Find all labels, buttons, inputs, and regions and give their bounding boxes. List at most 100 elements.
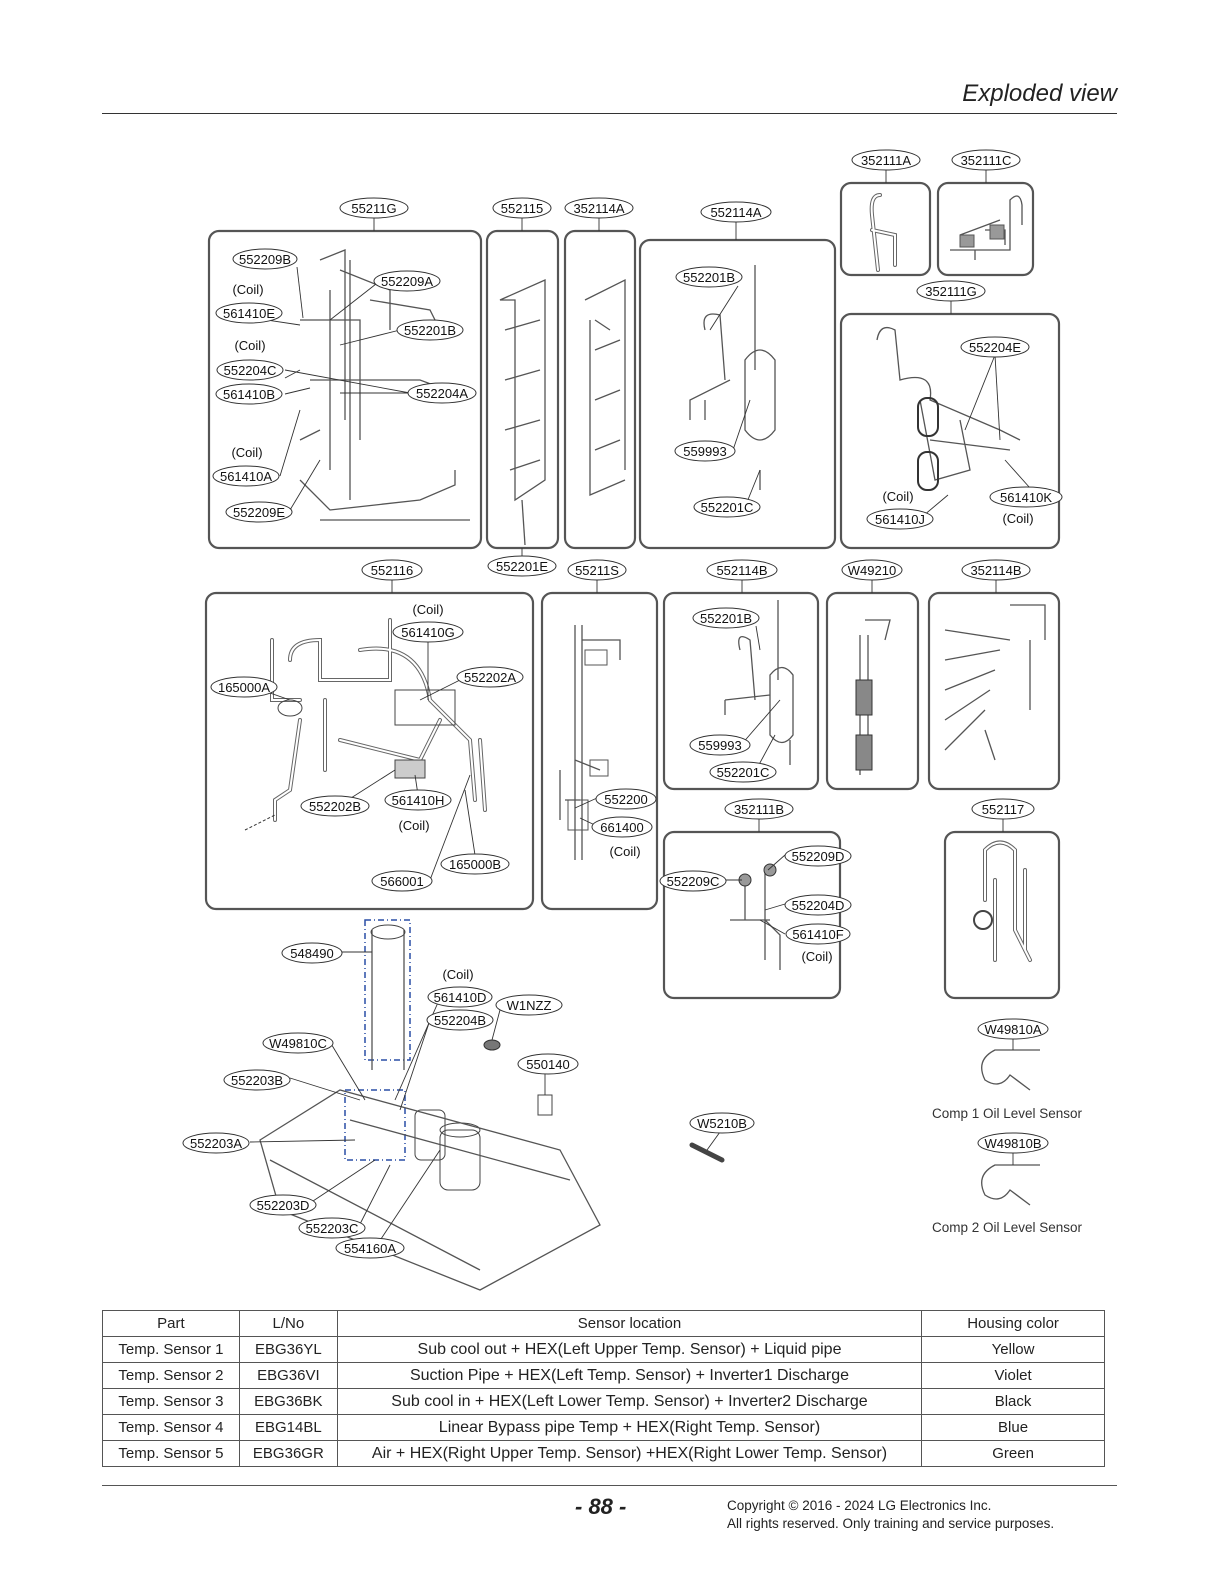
- coil-note-3: (Coil): [231, 445, 262, 460]
- box-552115: [485, 229, 560, 550]
- label-352111G: 352111G: [925, 284, 977, 299]
- coil-note-1: (Coil): [232, 282, 263, 297]
- label-552209A: 552209A: [381, 274, 433, 289]
- label-552204B: 552204B: [434, 1013, 486, 1028]
- label-661400: 661400: [600, 820, 643, 835]
- page-number: - 88 -: [575, 1494, 627, 1519]
- cell-part: Temp. Sensor 1: [102, 1336, 240, 1363]
- footer-divider: [102, 1485, 1117, 1486]
- label-561410J: 561410J: [875, 512, 925, 527]
- cell-lno: EBG36BK: [238, 1388, 338, 1415]
- col-lno: L/No: [238, 1310, 338, 1337]
- copyright-line-1: Copyright © 2016 - 2024 LG Electronics I…: [727, 1498, 992, 1513]
- label-552209D: 552209D: [792, 849, 845, 864]
- box-552114A: [638, 238, 837, 550]
- box-55211S: [540, 591, 659, 911]
- coil-note-6: (Coil): [412, 602, 443, 617]
- cell-part: Temp. Sensor 3: [102, 1388, 240, 1415]
- label-552201B-552114A: 552201B: [683, 270, 735, 285]
- label-552203A: 552203A: [190, 1136, 242, 1151]
- header-divider: [102, 113, 1117, 114]
- cell-color: Green: [921, 1440, 1105, 1467]
- label-552209B: 552209B: [239, 252, 291, 267]
- label-566001: 566001: [380, 874, 423, 889]
- label-559993-552114B: 559993: [698, 738, 741, 753]
- label-552201B: 552201B: [404, 323, 456, 338]
- label-552115: 552115: [501, 201, 543, 216]
- coil-note-7: (Coil): [398, 818, 429, 833]
- label-548490: 548490: [290, 946, 333, 961]
- label-352114A: 352114A: [573, 201, 624, 216]
- caption-comp1-oil-sensor: Comp 1 Oil Level Sensor: [932, 1106, 1083, 1121]
- label-552203C: 552203C: [306, 1221, 359, 1236]
- label-552209C: 552209C: [667, 874, 720, 889]
- label-552201B-552114B: 552201B: [700, 611, 752, 626]
- label-561410F: 561410F: [792, 927, 843, 942]
- coil-note-8: (Coil): [609, 844, 640, 859]
- part-leaders: [219, 266, 1031, 1249]
- col-part: Part: [102, 1310, 240, 1337]
- copyright-line-2: All rights reserved. Only training and s…: [727, 1516, 1055, 1531]
- box-352114A: [563, 229, 637, 550]
- col-housing-color: Housing color: [921, 1310, 1105, 1337]
- label-352111A: 352111A: [861, 153, 911, 168]
- label-552201C-552114B: 552201C: [717, 765, 770, 780]
- label-55211S: 55211S: [575, 563, 619, 578]
- cell-lno: EBG36YL: [238, 1336, 338, 1363]
- label-W1NZZ: W1NZZ: [507, 998, 552, 1013]
- box-352111A: [839, 181, 932, 277]
- cell-lno: EBG36GR: [238, 1440, 338, 1467]
- table-row: Temp. Sensor 4 EBG14BL Linear Bypass pip…: [102, 1414, 1105, 1441]
- label-W49810A: W49810A: [984, 1022, 1041, 1037]
- label-561410B: 561410B: [223, 387, 275, 402]
- table-row: Temp. Sensor 2 EBG36VI Suction Pipe + HE…: [102, 1362, 1105, 1389]
- box-552116: [204, 591, 535, 911]
- label-552204A: 552204A: [416, 386, 468, 401]
- label-552204C: 552204C: [224, 363, 277, 378]
- table-header-row: Part L/No Sensor location Housing color: [102, 1310, 1105, 1337]
- cell-location: Sub cool in + HEX(Left Lower Temp. Senso…: [336, 1388, 923, 1415]
- box-55211G: [207, 229, 483, 550]
- label-552204D: 552204D: [792, 898, 845, 913]
- label-552114B: 552114B: [716, 563, 767, 578]
- label-552117: 552117: [982, 802, 1024, 817]
- label-561410D: 561410D: [434, 990, 487, 1005]
- cell-color: Black: [921, 1388, 1105, 1415]
- label-559993: 559993: [683, 444, 726, 459]
- label-W5210B: W5210B: [697, 1116, 747, 1131]
- cell-part: Temp. Sensor 5: [102, 1440, 240, 1467]
- label-552114A: 552114A: [710, 205, 761, 220]
- caption-comp2-oil-sensor: Comp 2 Oil Level Sensor: [932, 1220, 1083, 1235]
- cell-location: Sub cool out + HEX(Left Upper Temp. Sens…: [336, 1336, 923, 1363]
- cell-part: Temp. Sensor 2: [102, 1362, 240, 1389]
- label-352111B: 352111B: [734, 802, 784, 817]
- cell-color: Yellow: [921, 1336, 1105, 1363]
- cell-lno: EBG14BL: [238, 1414, 338, 1441]
- label-55211G: 55211G: [351, 201, 396, 216]
- pipe-sketches: [244, 193, 1046, 1291]
- label-165000B: 165000B: [449, 857, 501, 872]
- cell-location: Air + HEX(Right Upper Temp. Sensor) +HEX…: [336, 1440, 923, 1467]
- cell-color: Blue: [921, 1414, 1105, 1441]
- label-561410K: 561410K: [1000, 490, 1052, 505]
- cell-color: Violet: [921, 1362, 1105, 1389]
- cell-location: Suction Pipe + HEX(Left Temp. Sensor) + …: [336, 1362, 923, 1389]
- label-552116: 552116: [371, 563, 413, 578]
- box-552117: [943, 830, 1061, 1000]
- label-561410A: 561410A: [220, 469, 272, 484]
- label-554160A: 554160A: [344, 1241, 396, 1256]
- label-561410G: 561410G: [401, 625, 455, 640]
- label-352114B: 352114B: [970, 563, 1021, 578]
- exploded-view-diagram: 352111A 352111C 55211G 552115 352114A 55…: [182, 149, 1083, 1291]
- page-title: Exploded view: [962, 80, 1117, 107]
- table-row: Temp. Sensor 3 EBG36BK Sub cool in + HEX…: [102, 1388, 1105, 1415]
- cell-location: Linear Bypass pipe Temp + HEX(Right Temp…: [336, 1414, 923, 1441]
- table-row: Temp. Sensor 1 EBG36YL Sub cool out + HE…: [102, 1336, 1105, 1363]
- label-552204E: 552204E: [969, 340, 1021, 355]
- label-552201E: 552201E: [496, 559, 548, 574]
- label-561410E: 561410E: [223, 306, 275, 321]
- part-labels: 352111A 352111C 55211G 552115 352114A 55…: [182, 149, 1083, 1259]
- label-552202A: 552202A: [464, 670, 516, 685]
- cell-part: Temp. Sensor 4: [102, 1414, 240, 1441]
- label-552203B: 552203B: [231, 1073, 283, 1088]
